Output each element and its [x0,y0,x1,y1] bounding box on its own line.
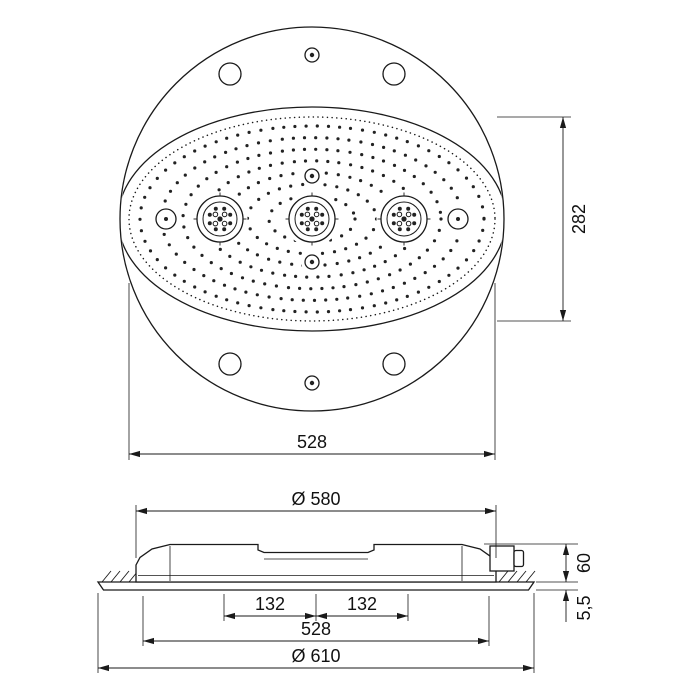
side-nozzle-left [155,208,177,230]
screw-top-icon [304,47,320,63]
mounting-hole-top-left [218,62,242,86]
screw-upper-center-icon [304,168,320,184]
water-inlet-cap [513,549,525,568]
ceiling-hatch-right [498,570,536,583]
side-nozzle-right [447,208,469,230]
screw-bottom-icon [304,375,320,391]
dimension-label-top-height: 282 [569,204,589,234]
dimension-face-width: 528 [142,596,490,646]
dimension-label-body-height: 60 [574,553,594,573]
ceiling-plate [96,581,536,591]
ceiling-hatch-left [101,570,139,583]
dimension-label-plate-diameter: Ø 610 [291,646,340,666]
dimension-label-face-width: 528 [301,619,331,639]
mounting-hole-bottom-left [218,352,242,376]
dimension-top-height: 282 [497,116,589,322]
dimension-plate-diameter: Ø 610 [97,593,535,673]
dimension-body-diameter: Ø 580 [135,489,497,558]
mounting-hole-bottom-right [382,352,406,376]
dimension-label-top-width: 528 [297,432,327,452]
shower-body-profile [135,543,497,583]
water-inlet-connector [489,545,515,572]
mounting-hole-top-right [382,62,406,86]
dimension-label-plate-thickness: 5,5 [574,595,594,620]
top-view: 528 282 [119,26,589,460]
screw-lower-center-icon [304,254,320,270]
dimension-top-width: 528 [128,283,496,460]
dimension-body-height: 60 [484,543,594,583]
side-view: Ø 580 60 5,5 132 132 [96,489,594,673]
dimension-rosette-spacing: 132 132 [223,594,409,621]
dimension-label-body-diameter: Ø 580 [291,489,340,509]
dimension-plate-thickness: 5,5 [536,589,594,622]
dimension-label-spacing-right: 132 [347,594,377,614]
nozzle-field-boundary [128,116,496,322]
dimension-label-spacing-left: 132 [255,594,285,614]
